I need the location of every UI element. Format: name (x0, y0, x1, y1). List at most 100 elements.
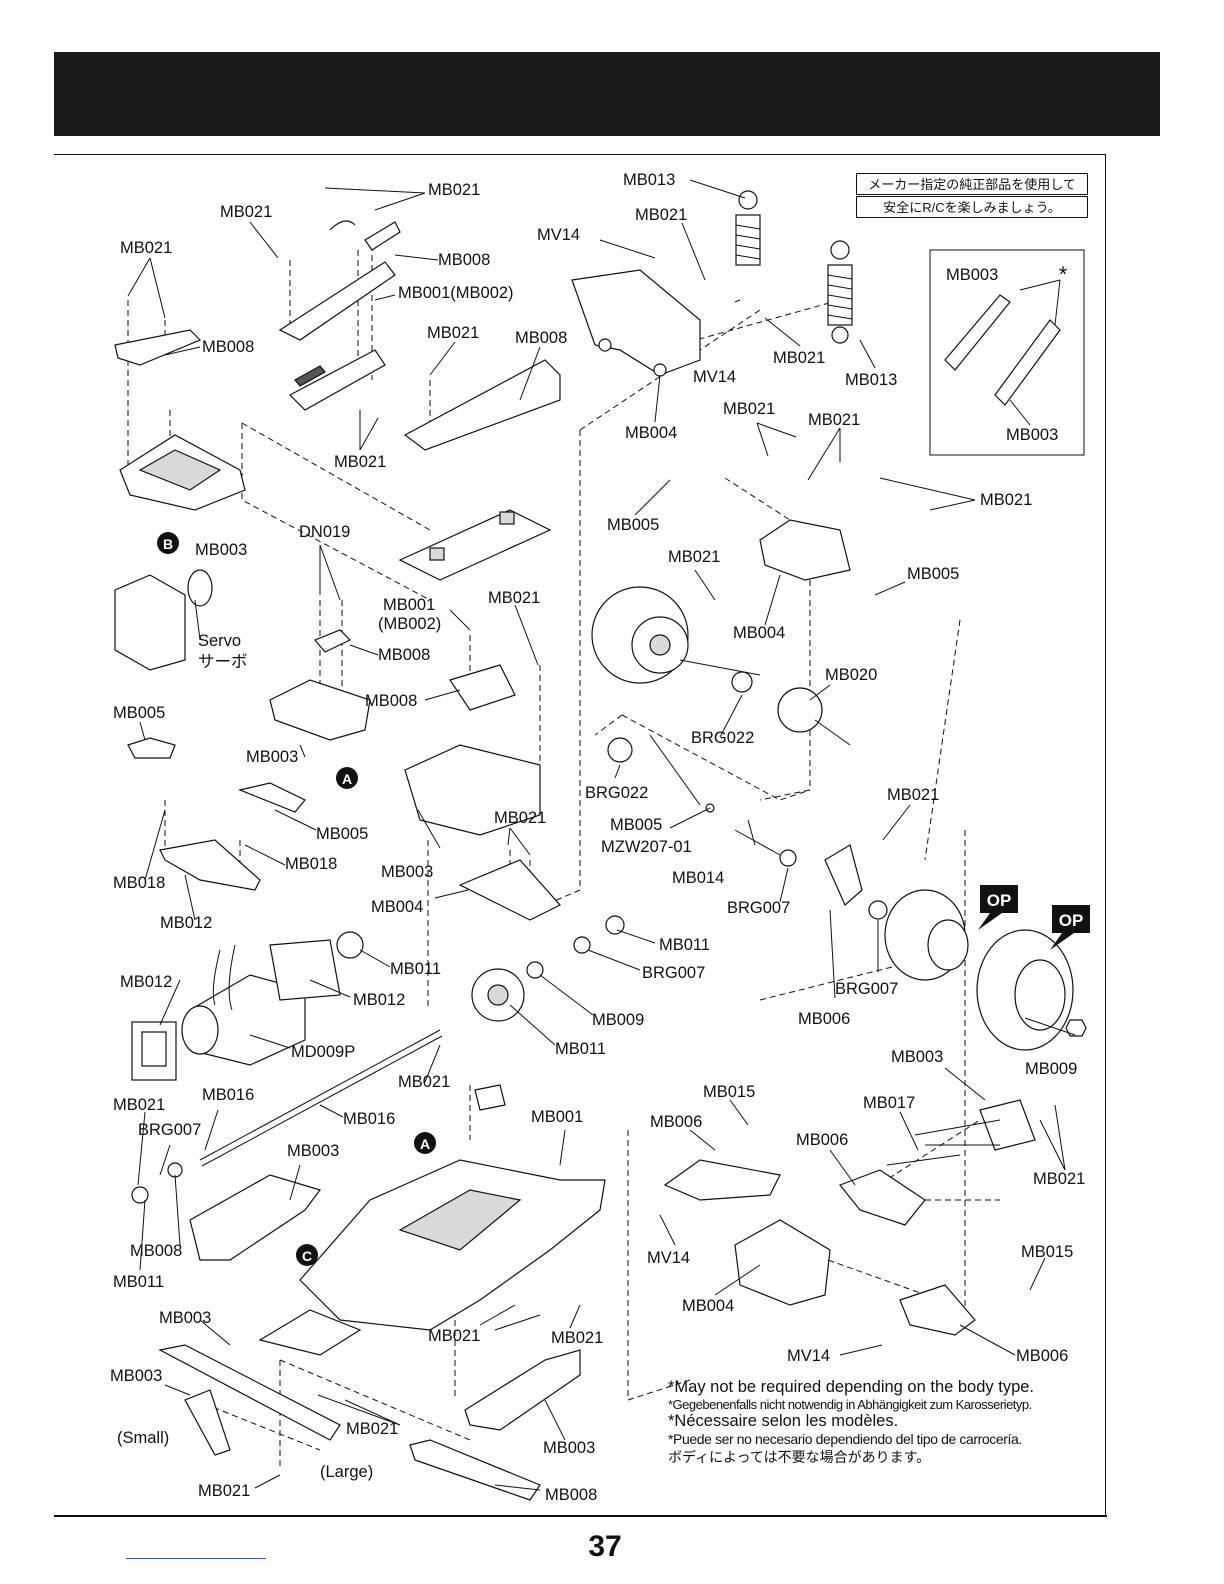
tire (884, 889, 969, 981)
label-mb011: MB011 (555, 1040, 606, 1058)
label-mb021: MB021 (334, 453, 386, 471)
label-brg007: BRG007 (138, 1121, 201, 1139)
label-mb003: MB003 (195, 541, 247, 559)
label-mb017: MB017 (863, 1094, 915, 1112)
label-mb021: MB021 (773, 349, 825, 367)
label-brg007: BRG007 (835, 980, 898, 998)
label-mb008: MB008 (130, 1242, 182, 1260)
op-label-1: OP (987, 891, 1012, 910)
note-german: *Gegebenenfalls nicht notwendig in Abhän… (668, 1397, 1032, 1412)
label-md009p: MD009P (291, 1043, 355, 1061)
label-mb003: MB003 (110, 1367, 162, 1385)
label-large: (Large) (320, 1463, 373, 1481)
label-mb021: MB021 (551, 1329, 603, 1347)
label-mb014: MB014 (672, 869, 724, 887)
marker-a-1: A (336, 767, 358, 789)
note-spanish: *Puede ser no necesario dependiendo del … (668, 1431, 1022, 1447)
label-mb018: MB018 (113, 874, 165, 892)
label-mb021: MB021 (723, 400, 775, 418)
label-mb005: MB005 (316, 825, 368, 843)
spiked-wheel-1 (591, 586, 689, 684)
motor (181, 944, 306, 1066)
label-mb003: MB003 (381, 863, 433, 881)
label-mb005: MB005 (113, 704, 165, 722)
diagram-frame (54, 154, 1106, 1516)
label-mb004: MB004 (371, 898, 423, 916)
part-labels: MB021 MB021 MB021 MB008 MB001(MB002) MB0… (110, 171, 1085, 1504)
label-mb008: MB008 (365, 692, 417, 710)
label-mb021: MB021 (428, 1327, 480, 1345)
note-japanese: ボディによっては不要な場合があります。 (668, 1449, 931, 1465)
label-mb009: MB009 (1025, 1060, 1077, 1078)
bottom-rule (54, 1515, 1107, 1517)
label-mb021: MB021 (428, 181, 480, 199)
label-servo: Servo (198, 632, 241, 650)
label-mb016: MB016 (202, 1086, 254, 1104)
shock-absorber-1 (735, 190, 761, 266)
label-mb011: MB011 (659, 936, 710, 954)
label-mb020: MB020 (825, 666, 877, 684)
label-mb004: MB004 (625, 424, 677, 442)
label-mb006: MB006 (796, 1131, 848, 1149)
label-brg022: BRG022 (585, 784, 648, 802)
label-small: (Small) (117, 1429, 169, 1447)
label-mb015: MB015 (703, 1083, 755, 1101)
footnotes: *May not be required depending on the bo… (668, 1378, 1108, 1467)
label-mb016: MB016 (343, 1110, 395, 1128)
notice-line-2: 安全にR/Cを楽しみましょう。 (856, 196, 1088, 218)
label-mb013: MB013 (845, 371, 897, 389)
label-servo-ja: サーボ (198, 652, 248, 671)
label-brg007: BRG007 (642, 964, 705, 982)
label-mb006: MB006 (798, 1010, 850, 1028)
optional-parts-inset (929, 249, 1085, 456)
label-mb008: MB008 (515, 329, 567, 347)
label-mb021: MB021 (398, 1073, 450, 1091)
label-mb011: MB011 (113, 1273, 164, 1291)
label-mb021: MB021 (668, 548, 720, 566)
label-mb003: MB003 (287, 1142, 339, 1160)
label-mb021: MB021 (198, 1482, 250, 1500)
marker-a-2-text: A (420, 1136, 430, 1152)
shock-absorber-2 (827, 240, 853, 344)
spiked-wheel-2 (976, 929, 1074, 1051)
label-mv14: MV14 (787, 1347, 830, 1365)
asterisk-mark: * (1059, 262, 1068, 287)
label-mb021: MB021 (120, 239, 172, 257)
label-brg007: BRG007 (727, 899, 790, 917)
label-mb009: MB009 (592, 1011, 644, 1029)
label-mb015: MB015 (1021, 1243, 1073, 1261)
label-mb008: MB008 (202, 338, 254, 356)
label-mb011: MB011 (390, 960, 441, 978)
label-mb004: MB004 (682, 1297, 734, 1315)
label-mv14: MV14 (647, 1249, 690, 1267)
japanese-notice-box: メーカー指定の純正部品を使用して 安全にR/Cを楽しみましょう。 (856, 173, 1088, 218)
label-mb021: MB021 (808, 411, 860, 429)
label-mb018: MB018 (285, 855, 337, 873)
label-mb021: MB021 (635, 206, 687, 224)
label-mb013: MB013 (623, 171, 675, 189)
label-mb021: MB021 (1033, 1170, 1085, 1188)
op-tag-1 (978, 885, 1018, 930)
hyperlink-underline (126, 1558, 266, 1559)
label-brg022: BRG022 (691, 729, 754, 747)
label-mb006: MB006 (1016, 1347, 1068, 1365)
label-mv14: MV14 (537, 226, 580, 244)
label-mb012: MB012 (353, 991, 405, 1009)
label-mb004: MB004 (733, 624, 785, 642)
label-mb001: MB001 (531, 1108, 583, 1126)
label-mb003: MB003 (543, 1439, 595, 1457)
label-mb012: MB012 (160, 914, 212, 932)
label-mb003: MB003 (946, 266, 998, 284)
label-mv14: MV14 (693, 368, 736, 386)
label-dn019: DN019 (299, 523, 350, 541)
label-mb005: MB005 (610, 816, 662, 834)
label-mb008: MB008 (378, 646, 430, 664)
label-mb003: MB003 (1006, 426, 1058, 444)
marker-a-1-text: A (342, 771, 352, 787)
assembly-guide-lines (127, 245, 1000, 1470)
label-mb021: MB021 (494, 809, 546, 827)
label-mb012: MB012 (120, 973, 172, 991)
label-mb021: MB021 (346, 1420, 398, 1438)
label-mb008: MB008 (438, 251, 490, 269)
